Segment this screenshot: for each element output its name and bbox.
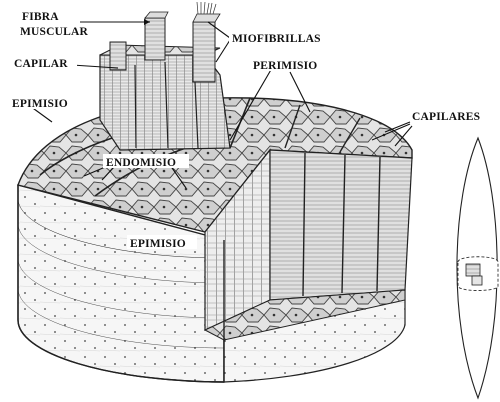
label-epimisio-side: EPIMISIO xyxy=(130,238,186,250)
label-perimisio: PERIMISIO xyxy=(253,60,317,72)
label-muscular: MUSCULAR xyxy=(20,26,89,38)
label-epimisio-top: EPIMISIO xyxy=(12,98,68,110)
label-miofibrillas: MIOFIBRILLAS xyxy=(232,33,321,45)
label-fibra: FIBRA xyxy=(22,11,59,23)
single-fiber-inset xyxy=(457,138,498,398)
label-endomisio: ENDOMISIO xyxy=(106,157,176,169)
label-capilar: CAPILAR xyxy=(14,58,68,70)
leader-miofibrillas-2 xyxy=(216,40,230,62)
label-capilares: CAPILARES xyxy=(412,111,480,123)
